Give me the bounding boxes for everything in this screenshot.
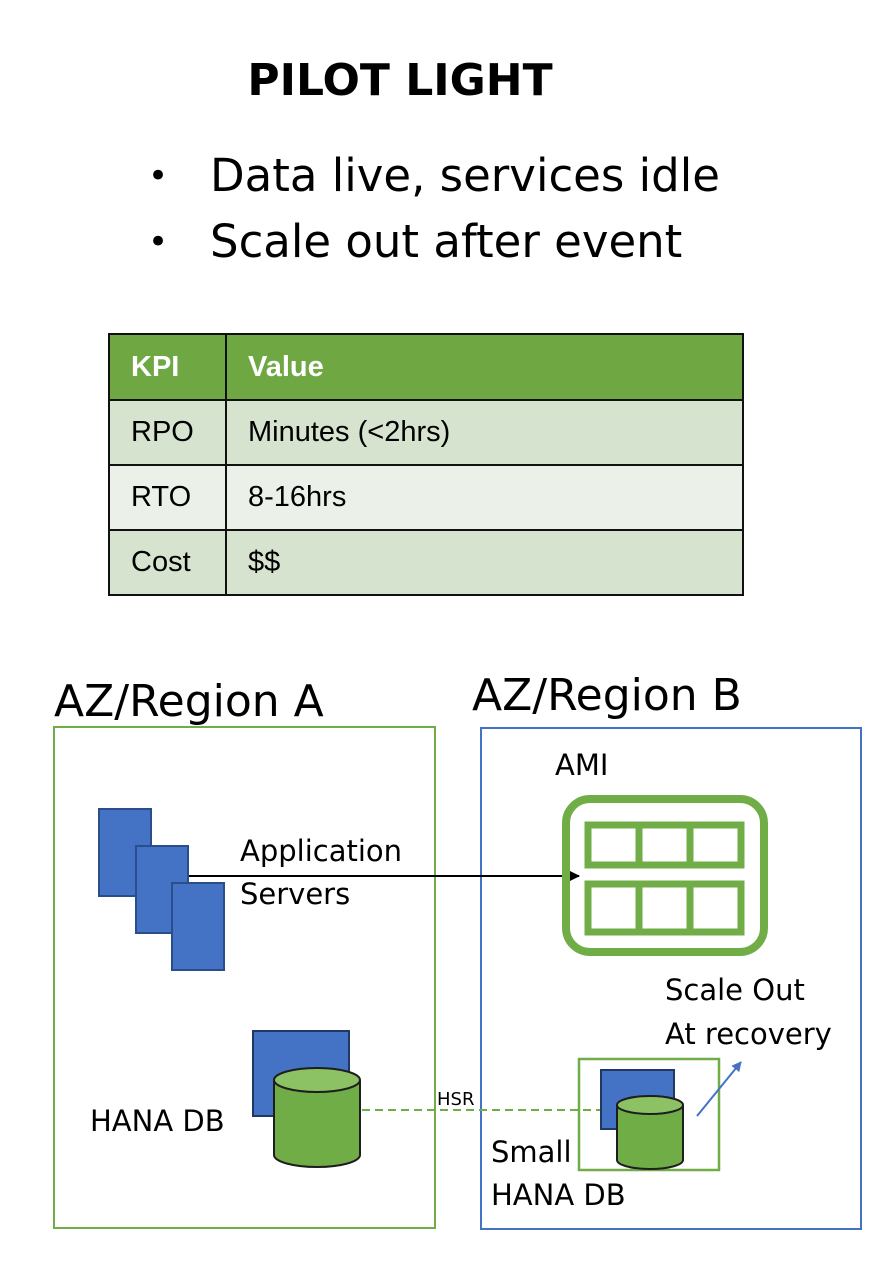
small-db-label-line2: HANA DB bbox=[491, 1178, 626, 1212]
region-b-box bbox=[480, 727, 862, 1230]
app-servers-label-line1: Application bbox=[240, 834, 403, 868]
app-servers-icon bbox=[98, 808, 225, 971]
column-header-value: Value bbox=[225, 333, 744, 401]
kpi-table: KPI Value RPO Minutes (<2hrs) RTO 8-16hr… bbox=[108, 333, 744, 596]
table-cell: RTO bbox=[108, 464, 227, 531]
table-row: Cost $$ bbox=[108, 529, 744, 596]
small-db-box bbox=[577, 1057, 721, 1172]
hsr-label: HSR bbox=[437, 1089, 475, 1110]
table-cell: Minutes (<2hrs) bbox=[225, 399, 744, 466]
region-a-label: AZ/Region A bbox=[54, 676, 324, 727]
bullet-text: Scale out after event bbox=[210, 215, 683, 268]
bullet-item: • Data live, services idle bbox=[148, 148, 720, 214]
bullet-dot: • bbox=[148, 156, 169, 196]
column-header-kpi: KPI bbox=[108, 333, 227, 401]
region-a-box bbox=[53, 726, 436, 1229]
table-cell: Cost bbox=[108, 529, 227, 596]
table-cell: $$ bbox=[225, 529, 744, 596]
scale-out-label-line1: Scale Out bbox=[665, 973, 805, 1007]
bullet-item: • Scale out after event bbox=[148, 214, 720, 280]
page-title: PILOT LIGHT bbox=[247, 55, 553, 106]
ami-label: AMI bbox=[555, 748, 609, 782]
table-cell: 8-16hrs bbox=[225, 464, 744, 531]
bullet-dot: • bbox=[148, 222, 169, 262]
hana-db-label: HANA DB bbox=[90, 1104, 225, 1138]
bullet-text: Data live, services idle bbox=[210, 149, 720, 202]
table-row: RPO Minutes (<2hrs) bbox=[108, 399, 744, 466]
scale-out-label-line2: At recovery bbox=[665, 1017, 832, 1051]
ami-icon bbox=[562, 795, 768, 956]
region-b-label: AZ/Region B bbox=[472, 670, 742, 721]
hana-db-icon bbox=[252, 1030, 361, 1168]
table-cell: RPO bbox=[108, 399, 227, 466]
small-db-label-line1: Small bbox=[491, 1135, 572, 1169]
table-row: RTO 8-16hrs bbox=[108, 464, 744, 531]
small-hana-db-icon bbox=[600, 1069, 684, 1170]
bullet-list: • Data live, services idle • Scale out aft… bbox=[148, 148, 720, 280]
scale-out-arrow bbox=[696, 1061, 742, 1117]
table-header-row: KPI Value bbox=[108, 333, 744, 401]
app-servers-label-line2: Servers bbox=[240, 877, 351, 911]
